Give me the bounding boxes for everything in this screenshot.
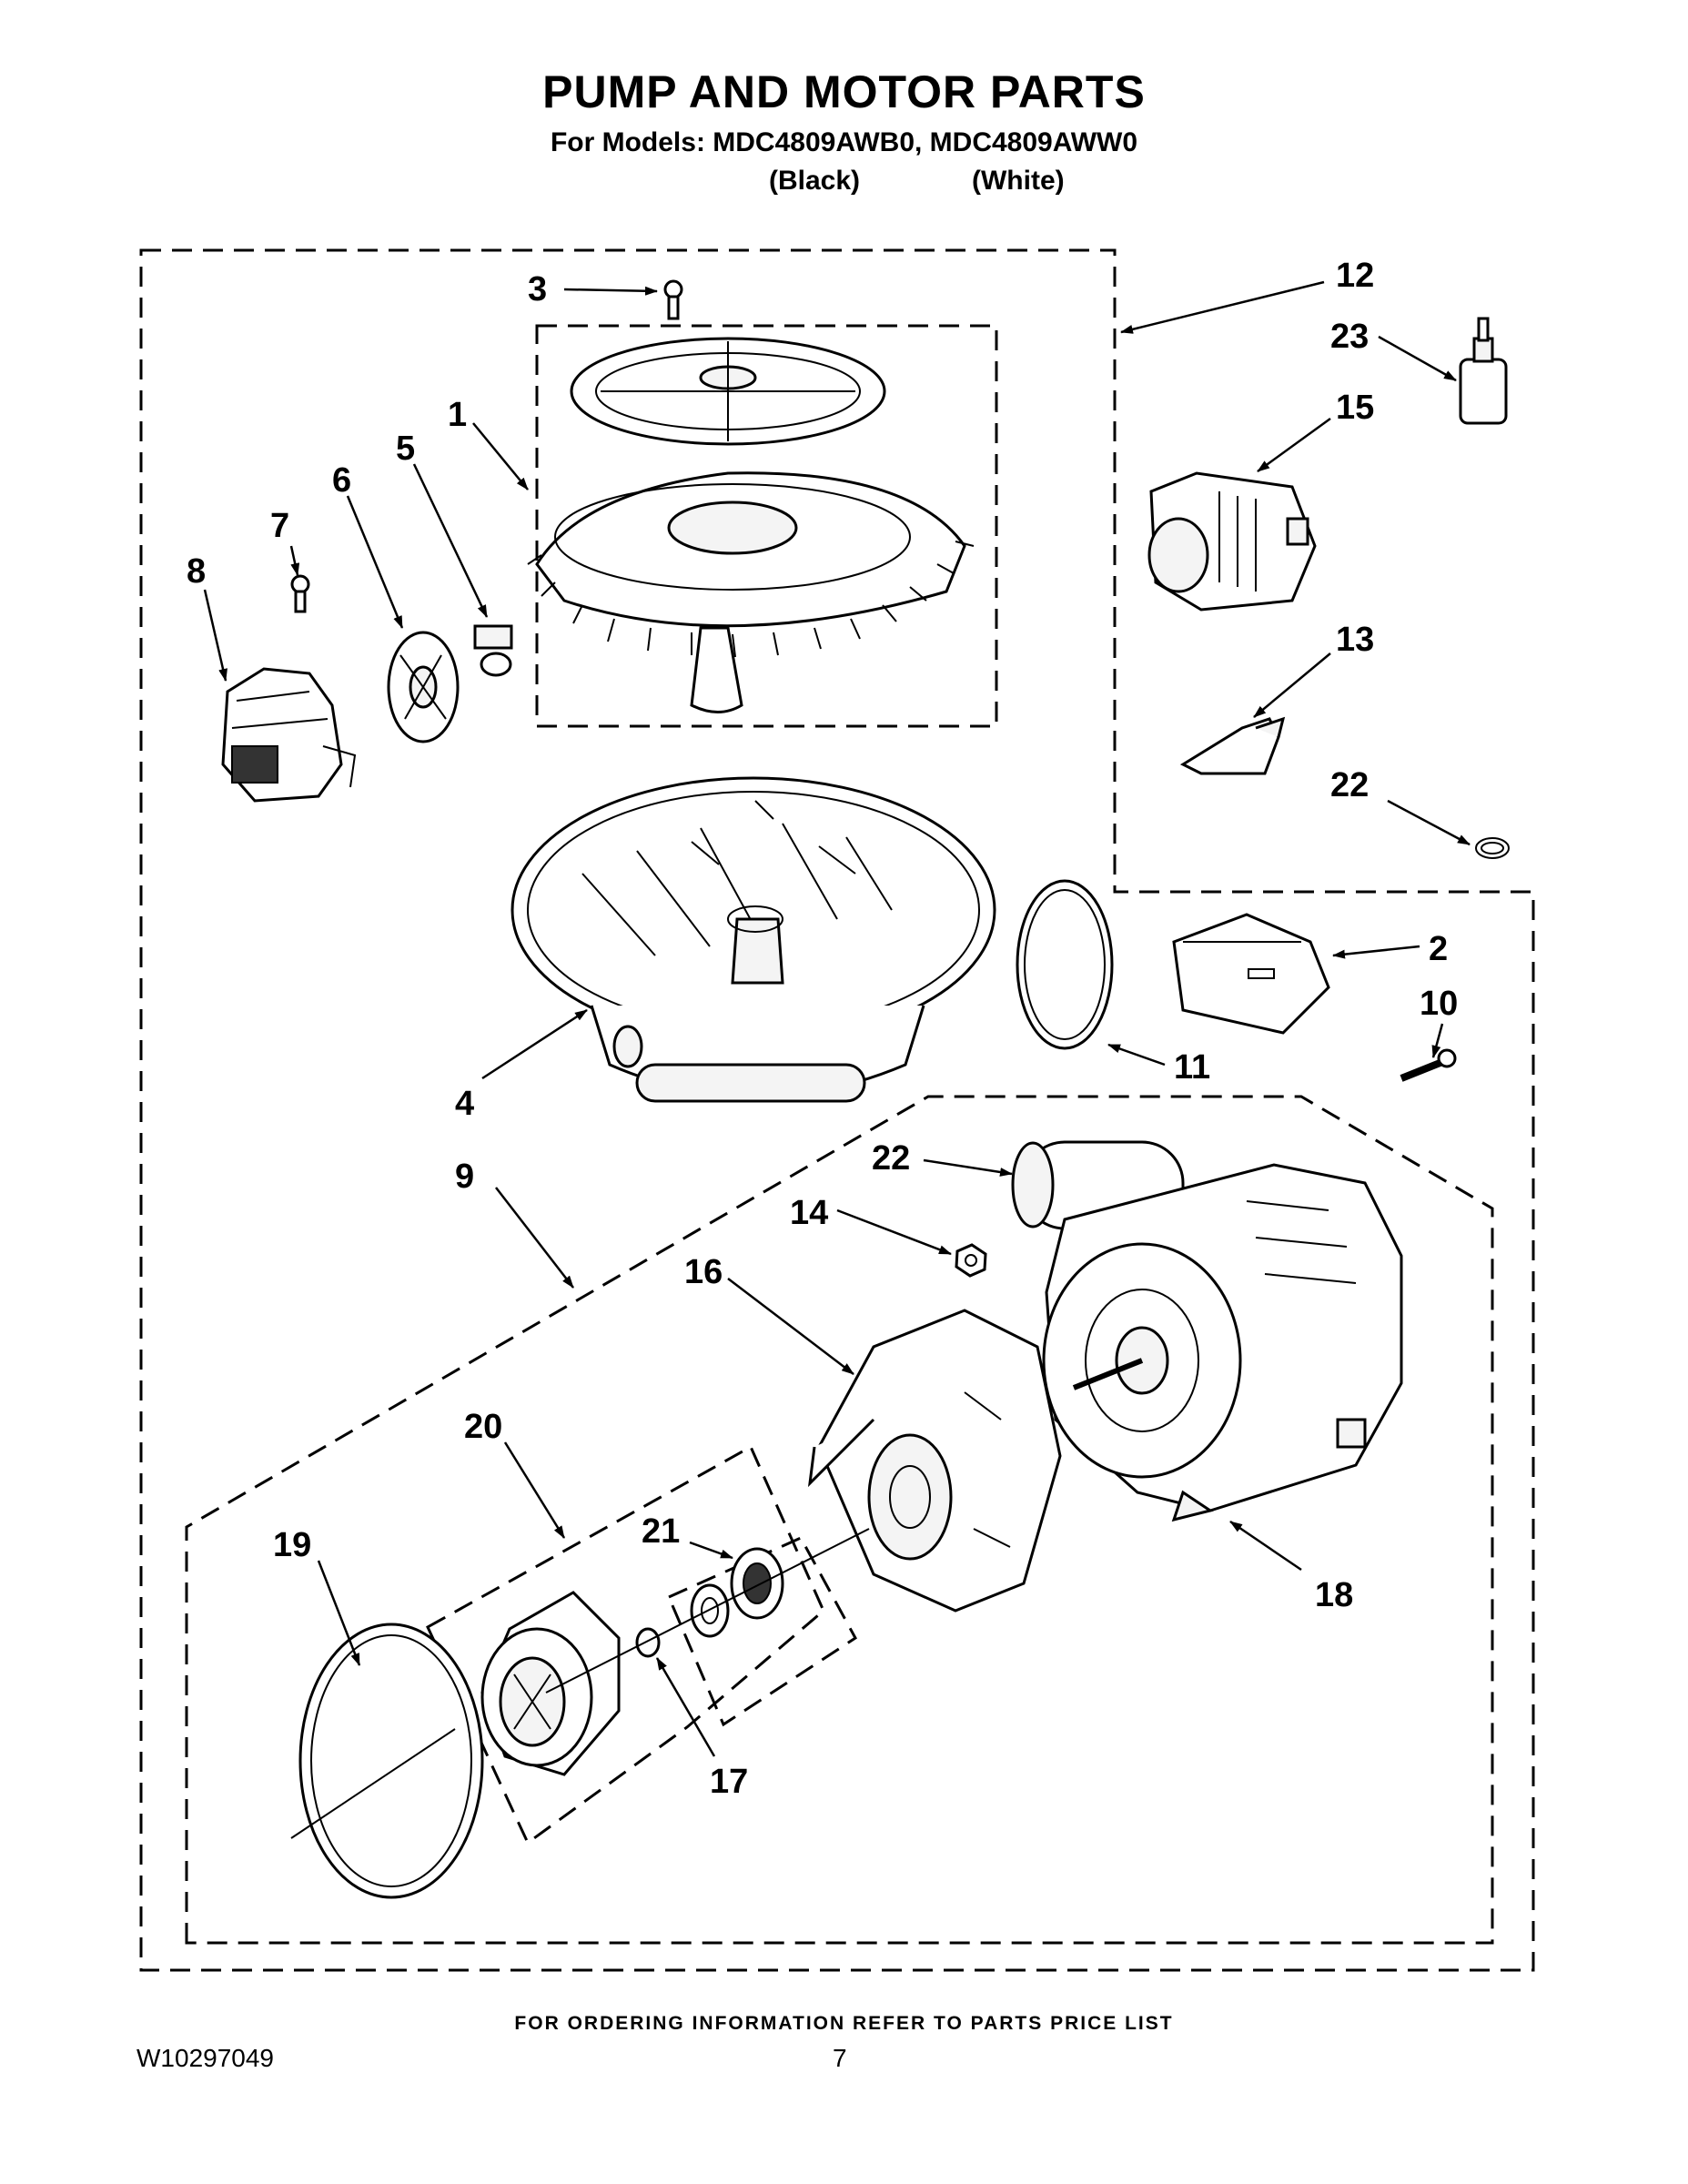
callout-8: 8 — [187, 552, 206, 591]
callout-5: 5 — [396, 430, 415, 468]
part-3-screw — [663, 279, 683, 320]
part-13-bracket — [1179, 716, 1286, 775]
part-4-sump — [510, 776, 996, 1103]
document-number: W10297049 — [136, 2044, 275, 2072]
part-19-gasket — [290, 1623, 484, 1899]
callout-6: 6 — [332, 461, 351, 500]
part-11-gasket — [1016, 879, 1114, 1050]
part-16-pump-housing — [807, 1309, 1062, 1613]
part-14-nut — [955, 1243, 987, 1278]
callout-17: 17 — [710, 1763, 748, 1801]
wash-arm-group-boundary — [535, 324, 998, 728]
part-8-diverter — [221, 667, 357, 803]
callout-4: 4 — [455, 1085, 474, 1123]
part-6-impeller — [387, 631, 460, 743]
motor-assembly-boundary — [185, 1095, 1494, 1945]
ordering-note: FOR ORDERING INFORMATION REFER TO PARTS … — [514, 2013, 1174, 2034]
part-1-wash-arm — [527, 337, 975, 713]
callout-18: 18 — [1315, 1576, 1353, 1614]
callout-11: 11 — [1174, 1048, 1210, 1087]
callout-13: 13 — [1336, 621, 1374, 659]
callout-22-upper: 22 — [1330, 766, 1369, 804]
callout-numbers: 3 1 5 6 7 8 4 9 12 23 15 13 22 2 10 11 2… — [187, 257, 1458, 1801]
callout-9: 9 — [455, 1158, 474, 1196]
part-18-motor — [1042, 1163, 1403, 1522]
page-title: PUMP AND MOTOR PARTS — [542, 66, 1146, 117]
callout-19: 19 — [273, 1526, 311, 1564]
seal-kit-boundary — [426, 1444, 825, 1845]
part-17-washer — [635, 1627, 661, 1658]
callout-14: 14 — [790, 1194, 828, 1232]
part-5-clip — [473, 624, 513, 677]
callout-21: 21 — [642, 1512, 680, 1551]
callout-1: 1 — [448, 396, 467, 434]
leader-lines — [203, 280, 1471, 1757]
callout-22-lower: 22 — [872, 1139, 910, 1178]
callout-23: 23 — [1330, 318, 1369, 356]
page-number: 7 — [833, 2044, 847, 2072]
color-label-black: (Black) — [769, 166, 861, 196]
part-2-cover — [1172, 913, 1330, 1035]
callout-15: 15 — [1336, 389, 1374, 427]
callout-16: 16 — [684, 1253, 723, 1291]
callout-3: 3 — [528, 270, 547, 308]
part-10-screw — [1400, 1048, 1457, 1082]
callout-10: 10 — [1420, 985, 1458, 1023]
models-subtitle: For Models: MDC4809AWB0, MDC4809AWW0 — [550, 127, 1138, 157]
callout-7: 7 — [270, 507, 289, 545]
callout-12: 12 — [1336, 257, 1374, 295]
shaft-alignment-line — [545, 1528, 870, 1694]
part-23-sensor — [1459, 317, 1508, 425]
outer-assembly-boundary — [139, 248, 1535, 1972]
callout-2: 2 — [1429, 930, 1448, 968]
part-21-washer — [690, 1583, 730, 1638]
part-7-screw — [290, 574, 310, 613]
callout-20: 20 — [464, 1408, 502, 1446]
part-22-clamp-upper — [1475, 837, 1510, 859]
part-20-chopper — [480, 1591, 621, 1776]
color-label-white: (White) — [972, 166, 1065, 196]
part-21-seal — [730, 1547, 784, 1620]
part-15-pump — [1147, 471, 1317, 612]
